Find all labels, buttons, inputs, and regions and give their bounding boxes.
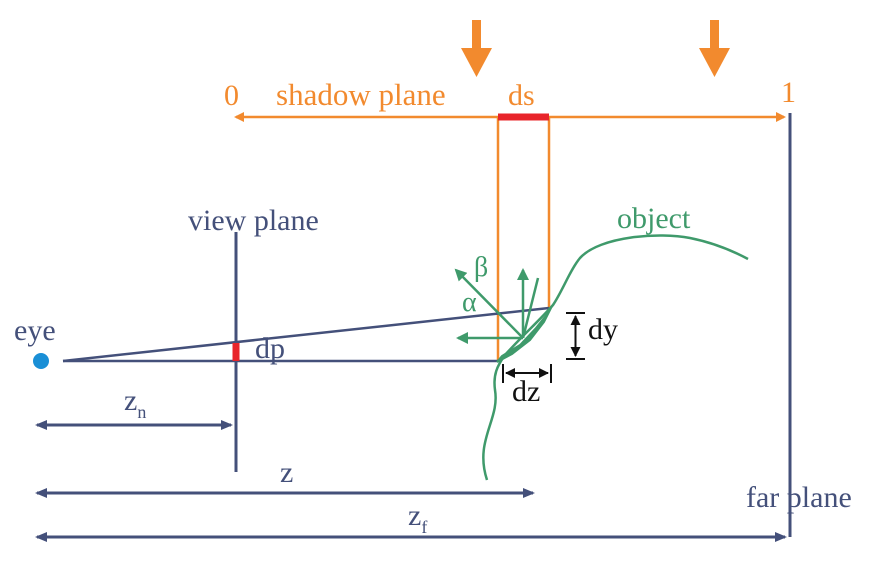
eye-point xyxy=(33,353,49,369)
z-label: z xyxy=(280,456,293,489)
dp-label: dp xyxy=(255,332,285,365)
dy-label: dy xyxy=(588,313,618,346)
view-plane-label: view plane xyxy=(188,204,319,237)
dy-marker xyxy=(566,312,585,360)
view-ray-upper xyxy=(62,306,550,363)
object-surface-highlight xyxy=(496,305,553,363)
ds-label: ds xyxy=(508,79,535,112)
shadow-plane-label: shadow plane xyxy=(276,77,446,112)
zf-label: zf xyxy=(408,499,427,537)
vector-alpha xyxy=(521,277,540,339)
light-arrow-right xyxy=(699,20,730,77)
dz-marker xyxy=(502,364,552,383)
object-label: object xyxy=(617,202,691,235)
zn-label: zn xyxy=(124,384,146,422)
alpha-label: α xyxy=(462,287,477,318)
vector-beta xyxy=(454,268,524,339)
object-curve xyxy=(482,234,749,481)
shadow-one-label: 1 xyxy=(781,76,796,109)
beta-label: β xyxy=(474,252,488,283)
shadow-zero-label: 0 xyxy=(224,79,239,112)
light-arrow-left xyxy=(461,20,492,77)
dz-label: dz xyxy=(512,375,540,408)
far-plane-label: far plane xyxy=(746,481,852,514)
eye-label: eye xyxy=(14,314,56,347)
